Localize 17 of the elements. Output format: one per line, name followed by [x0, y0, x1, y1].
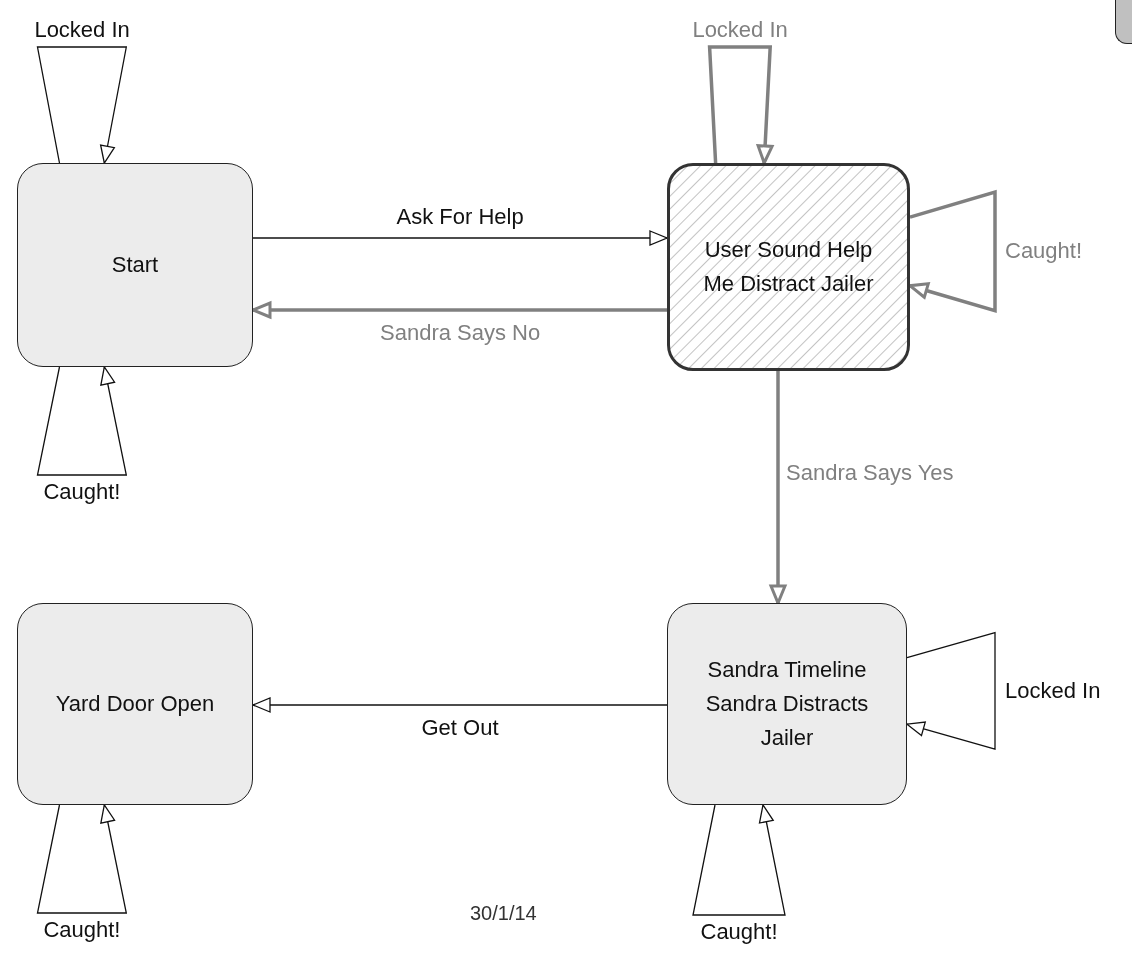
state-box: Start	[17, 163, 253, 367]
self-loop-arrow	[692, 804, 786, 916]
partial-box	[1115, 0, 1132, 44]
arrow	[252, 230, 668, 246]
date-note: 30/1/14	[470, 902, 537, 925]
state-box: Yard Door Open	[17, 603, 253, 805]
state-box: Sandra Timeline Sandra Distracts Jailer	[667, 603, 907, 805]
arrow	[769, 371, 787, 605]
arrow	[251, 301, 667, 319]
self-loop-arrow	[908, 189, 997, 314]
self-loop-arrow	[707, 45, 774, 165]
self-loop-arrow	[906, 631, 996, 751]
self-loop-arrow	[36, 804, 128, 914]
self-loop-arrow	[36, 46, 128, 164]
state-box: User Sound Help Me Distract Jailer	[667, 163, 910, 371]
arrow	[252, 697, 668, 713]
self-loop-arrow	[36, 366, 128, 476]
